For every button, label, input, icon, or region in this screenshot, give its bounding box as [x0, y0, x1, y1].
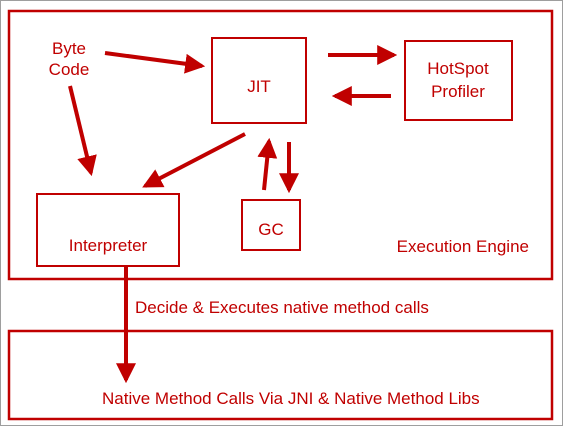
jit-label: JIT	[247, 77, 271, 96]
connector-label: Decide & Executes native method calls	[135, 298, 429, 317]
gc-label: GC	[258, 220, 284, 239]
bytecode-label-line2: Code	[49, 60, 90, 79]
arrow-bytecode-to-interpreter	[68, 85, 97, 177]
interpreter-box	[36, 193, 180, 267]
hotspot-label-line1: HotSpot	[427, 59, 489, 78]
native-method-box	[7, 329, 554, 421]
execution-engine-label: Execution Engine	[397, 237, 529, 256]
arrow-gc-to-jit	[257, 137, 278, 191]
gc-box	[241, 199, 301, 251]
bytecode-label-line1: Byte	[52, 39, 86, 58]
execution-engine-box	[7, 9, 554, 281]
interpreter-label: Interpreter	[69, 236, 148, 255]
arrow-jit-to-interpreter	[142, 132, 246, 188]
hotspot-profiler-box	[404, 40, 513, 121]
jit-box	[211, 37, 307, 124]
native-method-label: Native Method Calls Via JNI & Native Met…	[102, 389, 480, 408]
arrow-bytecode-to-jit	[104, 51, 206, 74]
hotspot-label-line2: Profiler	[431, 82, 485, 101]
